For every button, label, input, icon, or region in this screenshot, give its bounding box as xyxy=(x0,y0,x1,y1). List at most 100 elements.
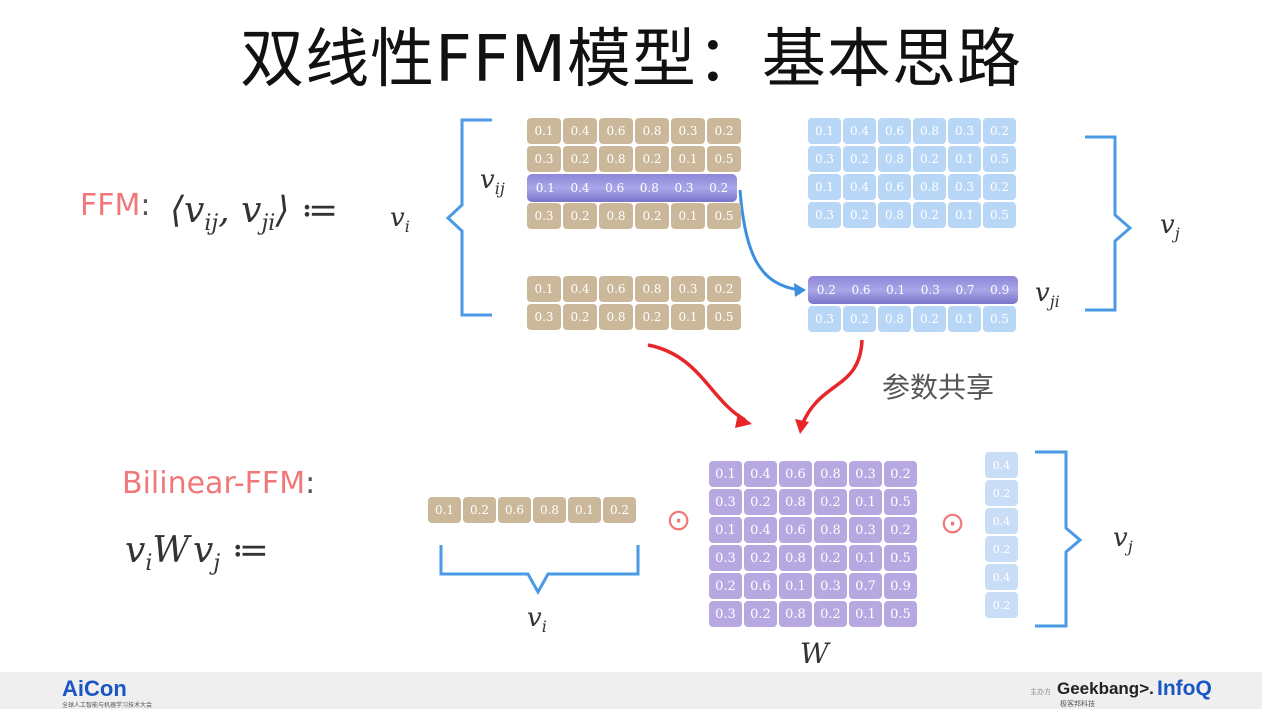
bilinear-W-cell: 0.4 xyxy=(744,461,777,487)
vj-top-cell: 0.5 xyxy=(983,146,1016,172)
vij-cell: 0.8 xyxy=(639,181,659,195)
vj-bottom-last-cell: 0.2 xyxy=(913,306,946,332)
bilinear-W-cell: 0.8 xyxy=(814,517,847,543)
bilinear-W-cell: 0.3 xyxy=(814,573,847,599)
vj-bottom-last-cell: 0.5 xyxy=(983,306,1016,332)
bilinear-vi-cell: 0.2 xyxy=(463,497,496,523)
vji-cell: 0.2 xyxy=(816,283,836,297)
bilinear-vi-cell: 0.8 xyxy=(533,497,566,523)
infoq-logo: InfoQ xyxy=(1157,677,1212,700)
vij-cell: 0.4 xyxy=(570,181,590,195)
vi-top-cell: 0.1 xyxy=(671,146,705,172)
geekbang-subtitle: 极客邦科技 xyxy=(1060,700,1095,708)
vi-top-cell: 0.3 xyxy=(527,146,561,172)
slide-title: 双线性FFM模型：基本思路 xyxy=(240,23,1022,97)
bilinear-W-cell: 0.1 xyxy=(709,461,742,487)
vi-bottom-cell: 0.3 xyxy=(671,276,705,302)
odot-left: ⊙ xyxy=(666,503,692,538)
host-label: 主办方 xyxy=(1030,688,1051,696)
vj-top-cell: 0.4 xyxy=(843,118,876,144)
bilinear-vj-cell: 0.2 xyxy=(985,592,1018,618)
vi-top-last-cell: 0.2 xyxy=(635,203,669,229)
vji-cell: 0.9 xyxy=(990,283,1010,297)
vij-cell: 0.6 xyxy=(605,181,625,195)
vi-bottom-cell: 0.8 xyxy=(635,276,669,302)
bilinear-label-text: Bilinear-FFM xyxy=(122,466,306,501)
share-arrow-blue xyxy=(738,189,801,292)
bilinear-W-cell: 0.2 xyxy=(884,461,917,487)
vj-top-cell: 0.1 xyxy=(808,118,841,144)
vi-bottom-cell: 0.6 xyxy=(599,276,633,302)
bilinear-W-cell: 0.9 xyxy=(884,573,917,599)
bilinear-W-cell: 0.6 xyxy=(779,461,812,487)
bilinear-label: Bilinear-FFM: xyxy=(122,466,315,501)
vj-top-cell: 0.6 xyxy=(878,174,911,200)
ffm-vi-label: vi xyxy=(390,203,410,237)
bilinear-W-cell: 0.7 xyxy=(849,573,882,599)
bilinear-W-cell: 0.1 xyxy=(709,517,742,543)
bilinear-vj-cell: 0.2 xyxy=(985,480,1018,506)
vi-top-cell: 0.2 xyxy=(635,146,669,172)
vij-cell: 0.1 xyxy=(535,181,555,195)
vj-top-cell: 0.2 xyxy=(843,146,876,172)
vi-top-cell: 0.6 xyxy=(599,118,633,144)
bilinear-W-cell: 0.8 xyxy=(779,545,812,571)
aicon-subtitle: 全球人工智能与机器学习技术大会 xyxy=(62,702,153,709)
bilinear-W-cell: 0.8 xyxy=(814,461,847,487)
geekbang-logo: Geekbang>. xyxy=(1057,679,1154,698)
vj-top-cell: 0.2 xyxy=(983,174,1016,200)
bilinear-W-cell: 0.3 xyxy=(849,461,882,487)
vi-bracket xyxy=(445,118,492,317)
vi-bottom-cell: 0.1 xyxy=(671,304,705,330)
bilinear-vj-cell: 0.2 xyxy=(985,536,1018,562)
vj-top-cell: 0.8 xyxy=(878,146,911,172)
vj-top-cell: 0.3 xyxy=(808,202,841,228)
vi-top-cell: 0.8 xyxy=(599,146,633,172)
bilinear-W-cell: 0.5 xyxy=(884,601,917,627)
vi-bottom-cell: 0.2 xyxy=(707,276,741,302)
bilinear-vi-cell: 0.2 xyxy=(603,497,636,523)
footer-bar: AiCon 全球人工智能与机器学习技术大会 主办方 Geekbang>. 极客邦… xyxy=(0,672,1262,709)
bilinear-W-cell: 0.5 xyxy=(884,489,917,515)
vi-bottom-cell: 0.5 xyxy=(707,304,741,330)
bilinear-W-cell: 0.2 xyxy=(814,545,847,571)
vj-top-cell: 0.8 xyxy=(913,118,946,144)
bilinear-W-cell: 0.2 xyxy=(744,489,777,515)
ffm-label-text: FFM xyxy=(80,188,141,223)
vi-bottom-cell: 0.1 xyxy=(527,276,561,302)
bilinear-formula: viW vj ≔ xyxy=(125,530,269,577)
vji-cell: 0.1 xyxy=(886,283,906,297)
vj-top-cell: 0.2 xyxy=(843,202,876,228)
vi-bottom-cell: 0.3 xyxy=(527,304,561,330)
bilinear-vi-cell: 0.1 xyxy=(428,497,461,523)
bilinear-W-cell: 0.1 xyxy=(849,601,882,627)
bilinear-W-cell: 0.1 xyxy=(849,489,882,515)
bilinear-W-cell: 0.6 xyxy=(744,573,777,599)
vj-top-cell: 0.1 xyxy=(948,202,981,228)
vi-bottom-cell: 0.4 xyxy=(563,276,597,302)
bilinear-W-cell: 0.3 xyxy=(709,601,742,627)
bilinear-W-label: W xyxy=(800,637,829,670)
vi-top-cell: 0.5 xyxy=(707,146,741,172)
bilinear-W-cell: 0.1 xyxy=(779,573,812,599)
vij-cell: 0.2 xyxy=(709,181,729,195)
bilinear-vi-cell: 0.1 xyxy=(568,497,601,523)
bilinear-W-cell: 0.2 xyxy=(814,601,847,627)
aicon-logo: AiCon xyxy=(62,676,127,701)
vi-top-cell: 0.3 xyxy=(671,118,705,144)
ffm-colon: : xyxy=(140,188,151,223)
vi-bottom-cell: 0.2 xyxy=(563,304,597,330)
bilinear-vj-cell: 0.4 xyxy=(985,564,1018,590)
vj-top-cell: 0.2 xyxy=(913,202,946,228)
vi-top-last-cell: 0.3 xyxy=(527,203,561,229)
vi-top-cell: 0.8 xyxy=(635,118,669,144)
bilinear-W-cell: 0.2 xyxy=(709,573,742,599)
bilinear-W-cell: 0.3 xyxy=(849,517,882,543)
